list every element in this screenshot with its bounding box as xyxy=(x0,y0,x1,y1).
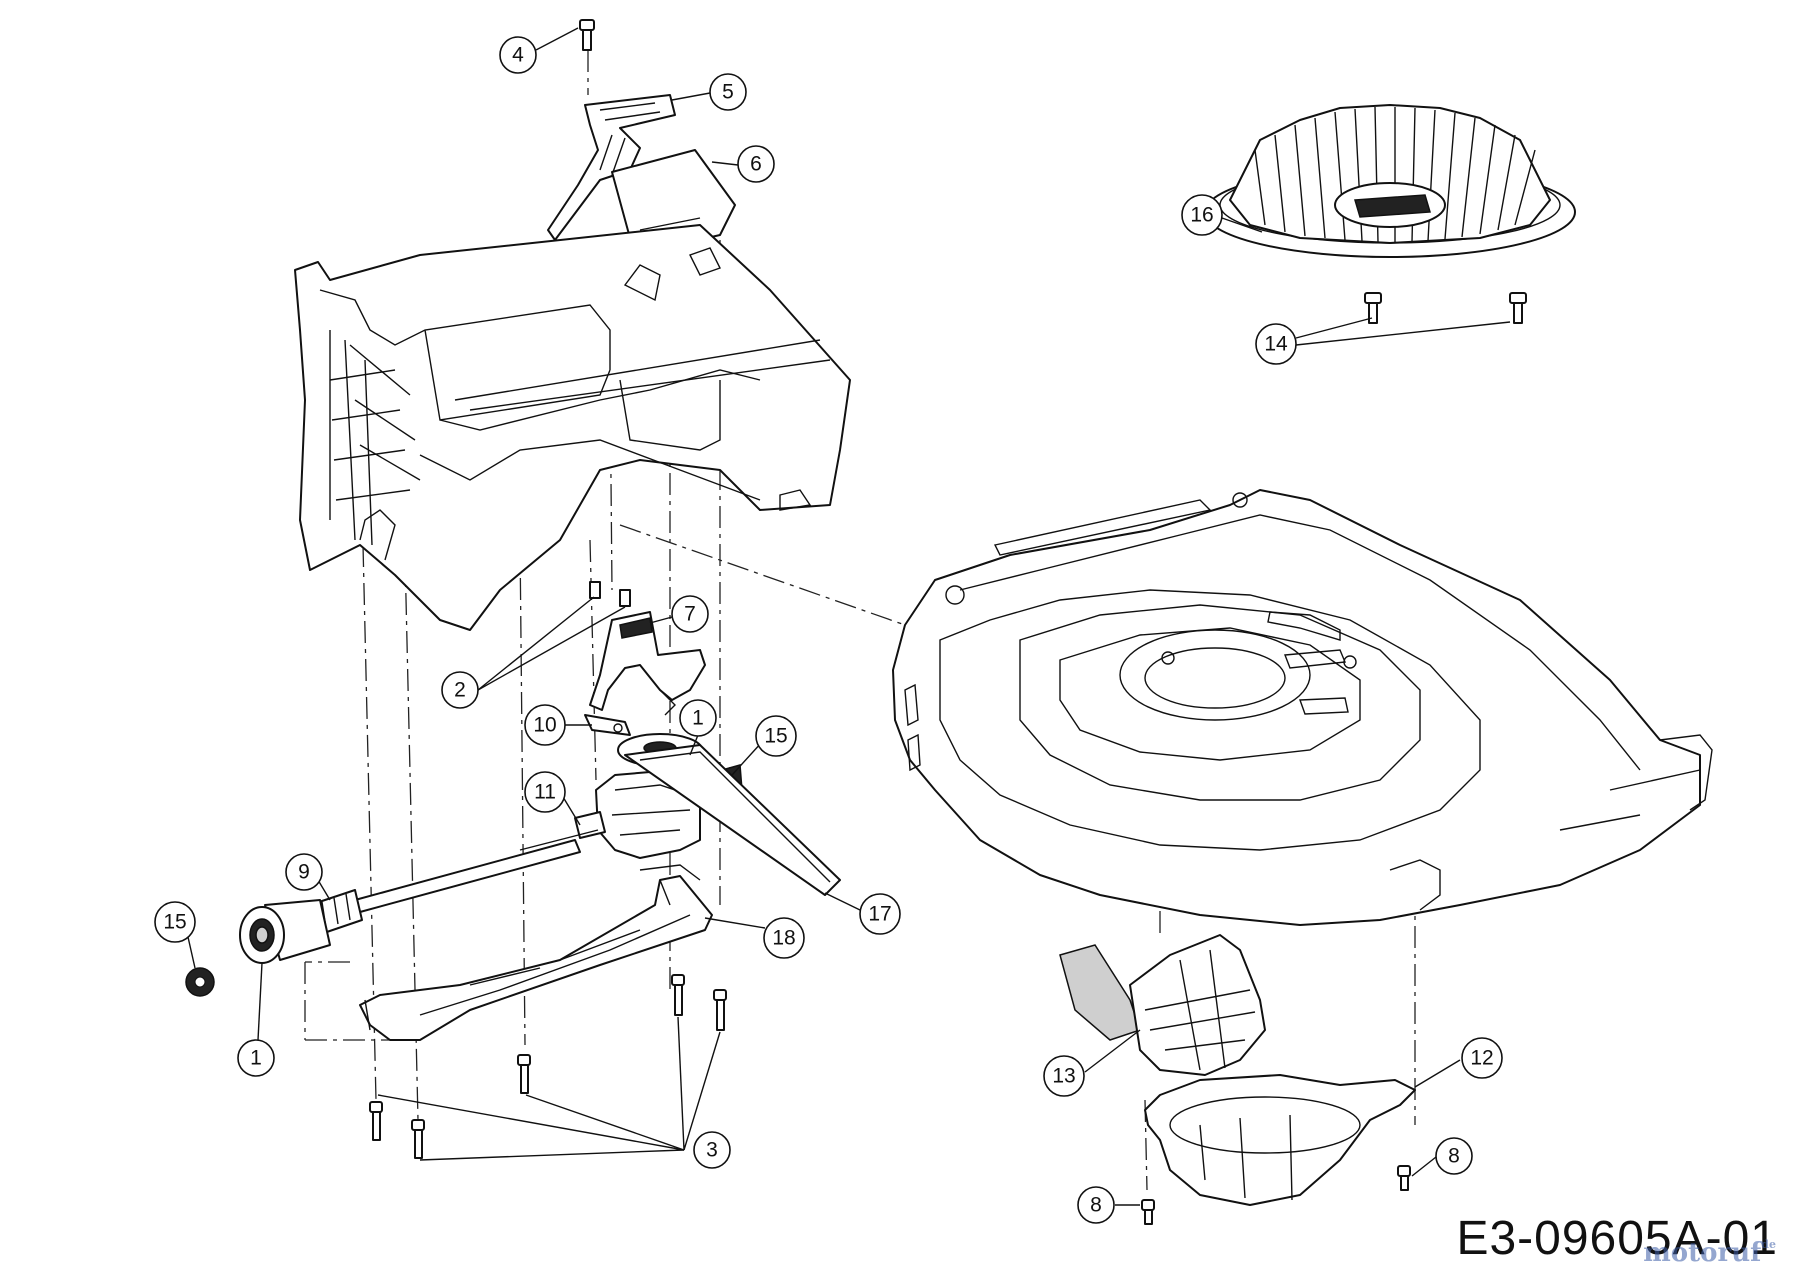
callout-14: 14 xyxy=(1255,323,1297,365)
svg-text:8: 8 xyxy=(1090,1194,1102,1217)
svg-text:14: 14 xyxy=(1264,333,1288,356)
svg-text:7: 7 xyxy=(684,603,696,626)
callout-16: 16 xyxy=(1181,194,1223,236)
svg-text:16: 16 xyxy=(1190,204,1213,227)
callout-5: 5 xyxy=(709,73,747,111)
leader-lines xyxy=(187,27,1511,1206)
svg-text:13: 13 xyxy=(1052,1065,1075,1088)
callout-11: 11 xyxy=(524,771,566,813)
discharge-chute-part-13 xyxy=(1059,934,1266,1076)
axle-part-9 xyxy=(309,839,581,936)
screws-part-2 xyxy=(589,581,631,607)
handle-bracket-part-5 xyxy=(547,94,676,241)
callout-7: 7 xyxy=(671,595,709,633)
svg-text:11: 11 xyxy=(534,781,556,804)
svg-text:17: 17 xyxy=(868,903,891,926)
screws-part-8 xyxy=(1141,1165,1411,1225)
callout-6: 6 xyxy=(737,145,775,183)
drawing-number: E3-09605A-01 xyxy=(1456,1212,1778,1265)
screws-part-14 xyxy=(1364,292,1527,324)
gear-part-15-lower xyxy=(185,967,215,997)
bottom-plate-part-18 xyxy=(359,864,713,1041)
watermark: motorufde xyxy=(1643,1238,1776,1268)
lever-bracket-part-7 xyxy=(589,611,706,716)
screw-part-4 xyxy=(579,19,595,51)
callout-15-lower: 15 xyxy=(154,901,196,943)
svg-text:10: 10 xyxy=(533,714,556,737)
svg-text:9: 9 xyxy=(298,861,310,884)
mower-deck xyxy=(892,489,1713,926)
callout-3: 3 xyxy=(693,1131,731,1169)
svg-text:6: 6 xyxy=(750,153,762,176)
callout-8-left: 8 xyxy=(1077,1186,1115,1224)
svg-text:3: 3 xyxy=(706,1139,718,1162)
callouts: 4 5 6 16 14 7 2 10 1 15 11 9 15 17 18 1 … xyxy=(154,36,1503,1224)
svg-text:1: 1 xyxy=(692,707,704,730)
svg-text:1: 1 xyxy=(250,1047,262,1070)
callout-8-right: 8 xyxy=(1435,1137,1473,1175)
svg-text:15: 15 xyxy=(163,911,186,934)
svg-text:18: 18 xyxy=(772,927,795,950)
svg-text:5: 5 xyxy=(722,81,734,104)
callout-1-upper: 1 xyxy=(679,699,717,737)
callout-10: 10 xyxy=(524,704,566,746)
callout-2: 2 xyxy=(441,671,479,709)
callout-9: 9 xyxy=(285,853,323,891)
callout-15-upper: 15 xyxy=(755,715,797,757)
svg-text:4: 4 xyxy=(512,44,524,67)
callout-17: 17 xyxy=(859,893,901,935)
callout-18: 18 xyxy=(763,917,805,959)
chute-base-part-12 xyxy=(1144,1074,1416,1206)
watermark-suffix: de xyxy=(1761,1238,1776,1251)
callout-13: 13 xyxy=(1043,1055,1085,1097)
callout-12: 12 xyxy=(1461,1037,1503,1079)
svg-text:15: 15 xyxy=(764,725,787,748)
drive-housing-frame xyxy=(294,224,851,631)
watermark-text: motoruf xyxy=(1643,1238,1762,1268)
bearing-part-1 xyxy=(239,899,331,964)
svg-text:8: 8 xyxy=(1448,1145,1460,1168)
fan-part-16 xyxy=(1204,104,1576,258)
callout-1-lower: 1 xyxy=(237,1039,275,1077)
svg-text:12: 12 xyxy=(1470,1047,1493,1070)
callout-4: 4 xyxy=(499,36,537,74)
svg-text:2: 2 xyxy=(454,679,466,702)
belt-part-17 xyxy=(624,744,841,896)
bolts-part-3 xyxy=(369,974,727,1159)
